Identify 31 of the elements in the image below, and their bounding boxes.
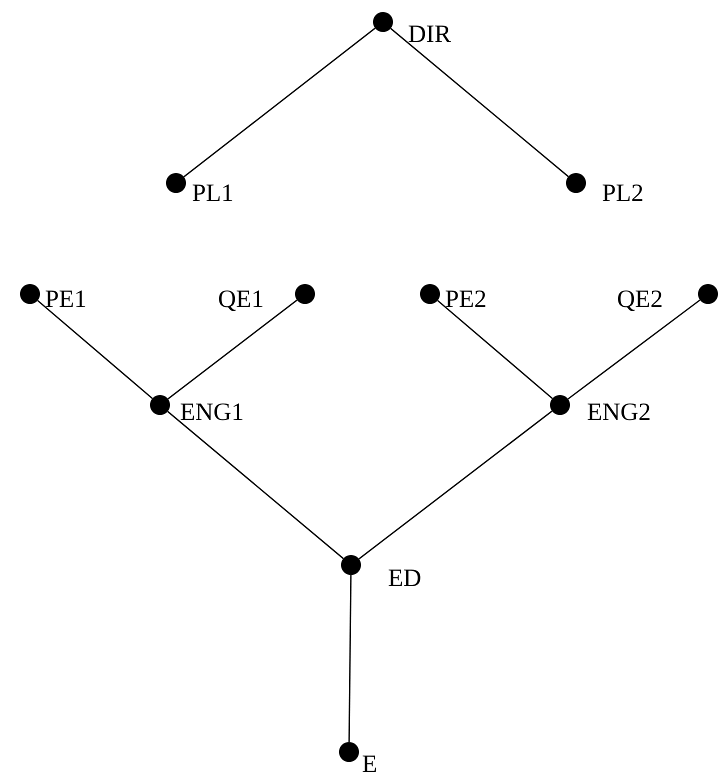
- node-label: ENG1: [180, 400, 244, 426]
- node-dot: [420, 284, 440, 304]
- connector-line: [167, 410, 344, 560]
- node-dot: [339, 742, 359, 762]
- connector-line: [568, 299, 700, 400]
- connector-line: [183, 28, 376, 178]
- node-label: PL2: [602, 181, 644, 207]
- connector-line: [358, 410, 552, 560]
- node-label: ED: [388, 566, 422, 592]
- node-dot: [698, 284, 718, 304]
- node-dot: [150, 395, 170, 415]
- connector-line: [348, 575, 352, 742]
- connector-line: [37, 300, 153, 400]
- node-dot: [295, 284, 315, 304]
- node-label: E: [362, 752, 378, 778]
- node-label: QE1: [218, 287, 264, 313]
- node-label: PE2: [445, 287, 487, 313]
- node-label: PL1: [192, 181, 234, 207]
- connector-line: [168, 300, 298, 400]
- node-dot: [20, 284, 40, 304]
- node-label: QE2: [617, 287, 663, 313]
- node-dot: [341, 555, 361, 575]
- connector-line: [437, 300, 553, 400]
- node-dot: [566, 173, 586, 193]
- node-dot: [373, 12, 393, 32]
- node-dot: [166, 173, 186, 193]
- node-label: DIR: [408, 22, 452, 48]
- node-label: ENG2: [587, 400, 651, 426]
- node-label: PE1: [45, 287, 87, 313]
- connector-line: [390, 28, 569, 178]
- node-dot: [550, 395, 570, 415]
